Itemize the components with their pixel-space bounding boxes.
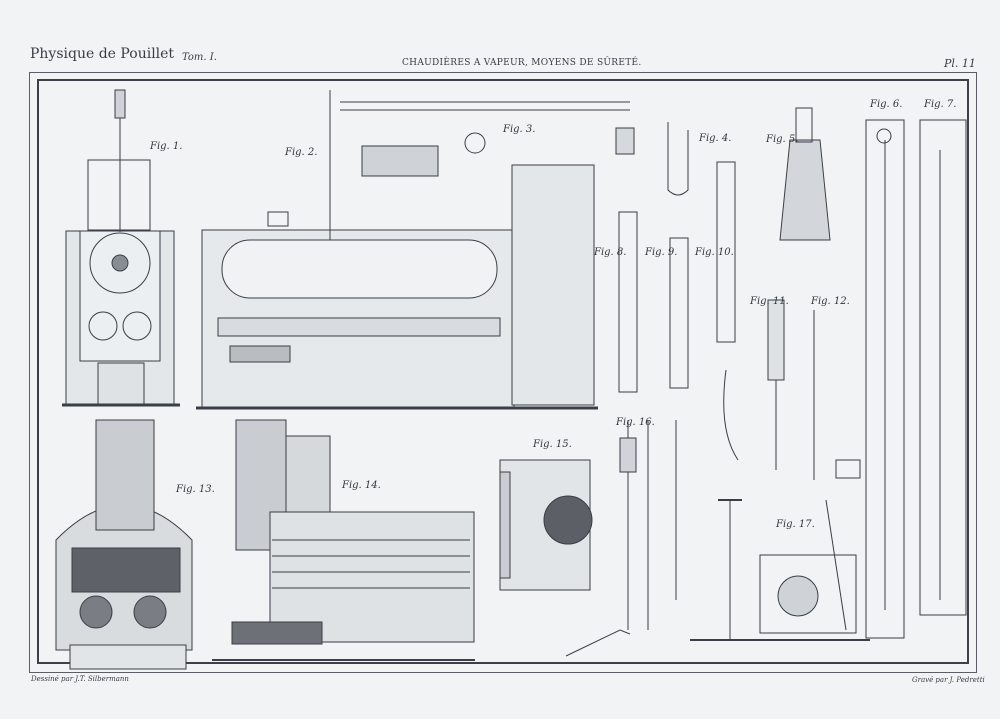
fig1-label: Fig. 1. (150, 141, 183, 152)
fig2-horizontal-boiler (196, 90, 598, 410)
engraved-by-credit: Gravé par J. Pedretti (912, 676, 985, 684)
fig16-float-gauge (565, 420, 677, 657)
fig5-label: Fig. 5. (766, 134, 799, 145)
fig13-boiler-front (55, 419, 193, 670)
fig17-wheel-mechanism (690, 499, 870, 641)
fig10-label: Fig. 10. (695, 247, 734, 258)
fig7-label: Fig. 7. (924, 99, 957, 110)
fig15-label: Fig. 15. (533, 439, 572, 450)
fig14-tubular-boiler (212, 419, 475, 661)
fig13-label: Fig. 13. (176, 484, 215, 495)
fig6-label: Fig. 6. (870, 99, 903, 110)
fig8-label: Fig. 8. (594, 247, 627, 258)
outer-frame (29, 72, 977, 673)
book-title: Physique de Pouillet (30, 46, 175, 62)
fig14-label: Fig. 14. (342, 480, 381, 491)
fig12-label: Fig. 12. (811, 296, 850, 307)
fig9-label: Fig. 9. (645, 247, 678, 258)
fig4-label: Fig. 4. (699, 133, 732, 144)
fig1-boiler-section (62, 89, 180, 407)
fig11-label: Fig. 11. (750, 296, 789, 307)
fig3-label: Fig. 3. (503, 124, 536, 135)
inner-frame (37, 79, 969, 664)
volume-label: Tom. I. (182, 52, 217, 63)
fig6-7-manometers (865, 119, 967, 639)
fig4-12-gauges (618, 107, 861, 480)
fig15-section (499, 459, 593, 591)
drawn-by-credit: Dessiné par J.T. Silbermann (31, 675, 129, 683)
plate-title: CHAUDIÈRES A VAPEUR, MOYENS DE SÛRETÉ. (402, 58, 642, 68)
fig17-label: Fig. 17. (776, 519, 815, 530)
fig16-label: Fig. 16. (616, 417, 655, 428)
fig2-label: Fig. 2. (285, 147, 318, 158)
fig3-valve-lever (340, 101, 635, 177)
plate-number: Pl. 11 (944, 57, 976, 70)
